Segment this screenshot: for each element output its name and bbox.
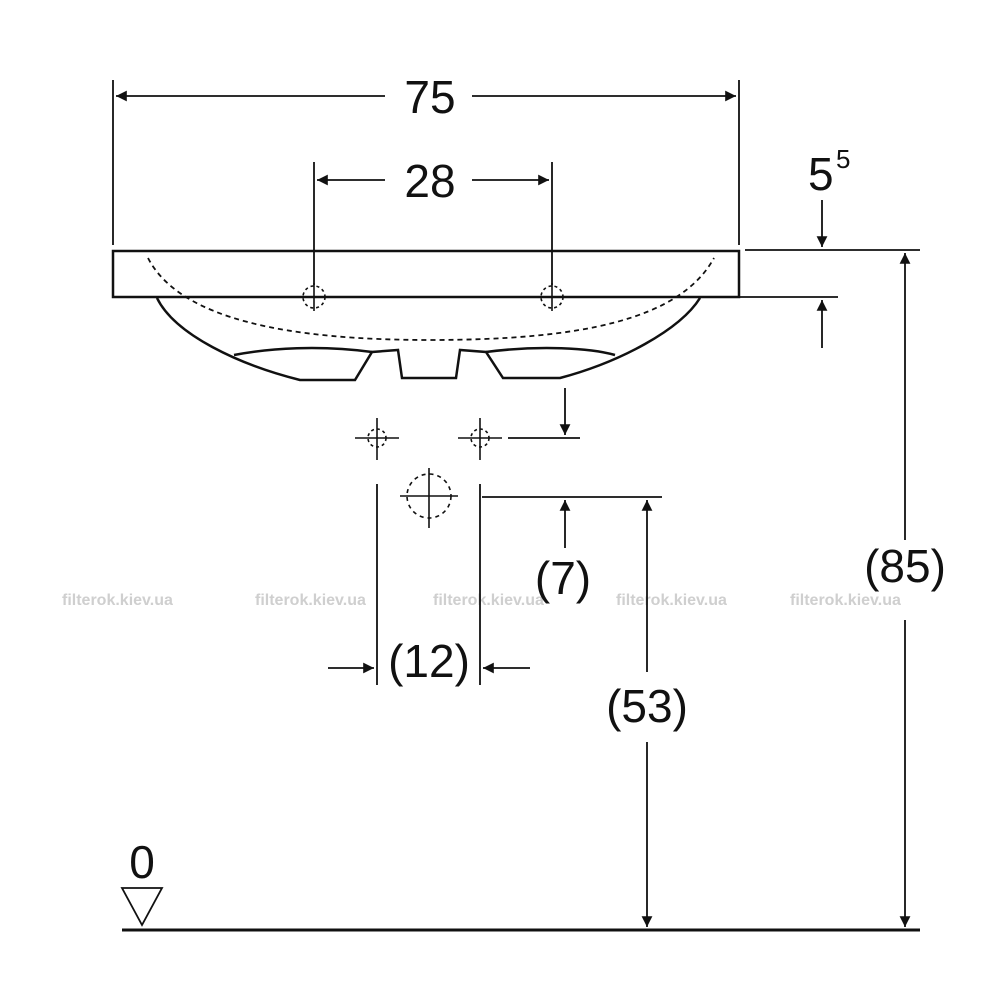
- watermark-text: filterok.kiev.ua: [255, 592, 366, 609]
- waste-spacing-label: (12): [388, 635, 470, 687]
- washbasin-outline: [111, 249, 741, 382]
- bowl-inner-right: [485, 346, 616, 357]
- watermark-row: filterok.kiev.ua filterok.kiev.ua filter…: [62, 592, 901, 609]
- supply-point-left: [355, 418, 399, 460]
- watermark-text: filterok.kiev.ua: [62, 592, 173, 609]
- bowl-hidden-line: [147, 257, 715, 341]
- watermark-text: filterok.kiev.ua: [790, 592, 901, 609]
- bowl-inner-left: [233, 346, 373, 357]
- level-triangle-icon: [120, 887, 164, 927]
- watermark-text: filterok.kiev.ua: [616, 592, 727, 609]
- tap-spacing-label: 28: [404, 155, 455, 207]
- dimension-lines: [112, 80, 920, 927]
- tap-hole-left: [300, 283, 328, 311]
- watermark-text: filterok.kiev.ua: [433, 592, 544, 609]
- overall-width-label: 75: [404, 71, 455, 123]
- rim-thickness-exponent: 5: [836, 144, 850, 174]
- supply-point-right: [458, 418, 502, 460]
- waste-offset-label: (7): [535, 552, 591, 604]
- floor-level-label: 0: [129, 836, 155, 888]
- tap-hole-right: [538, 283, 566, 311]
- waste-point: [400, 468, 458, 528]
- basin-bowl: [155, 297, 702, 382]
- waste-height-label: (53): [606, 680, 688, 732]
- basin-rim: [111, 249, 741, 299]
- rim-height-label: (85): [864, 540, 946, 592]
- rim-thickness-label: 5: [808, 148, 834, 200]
